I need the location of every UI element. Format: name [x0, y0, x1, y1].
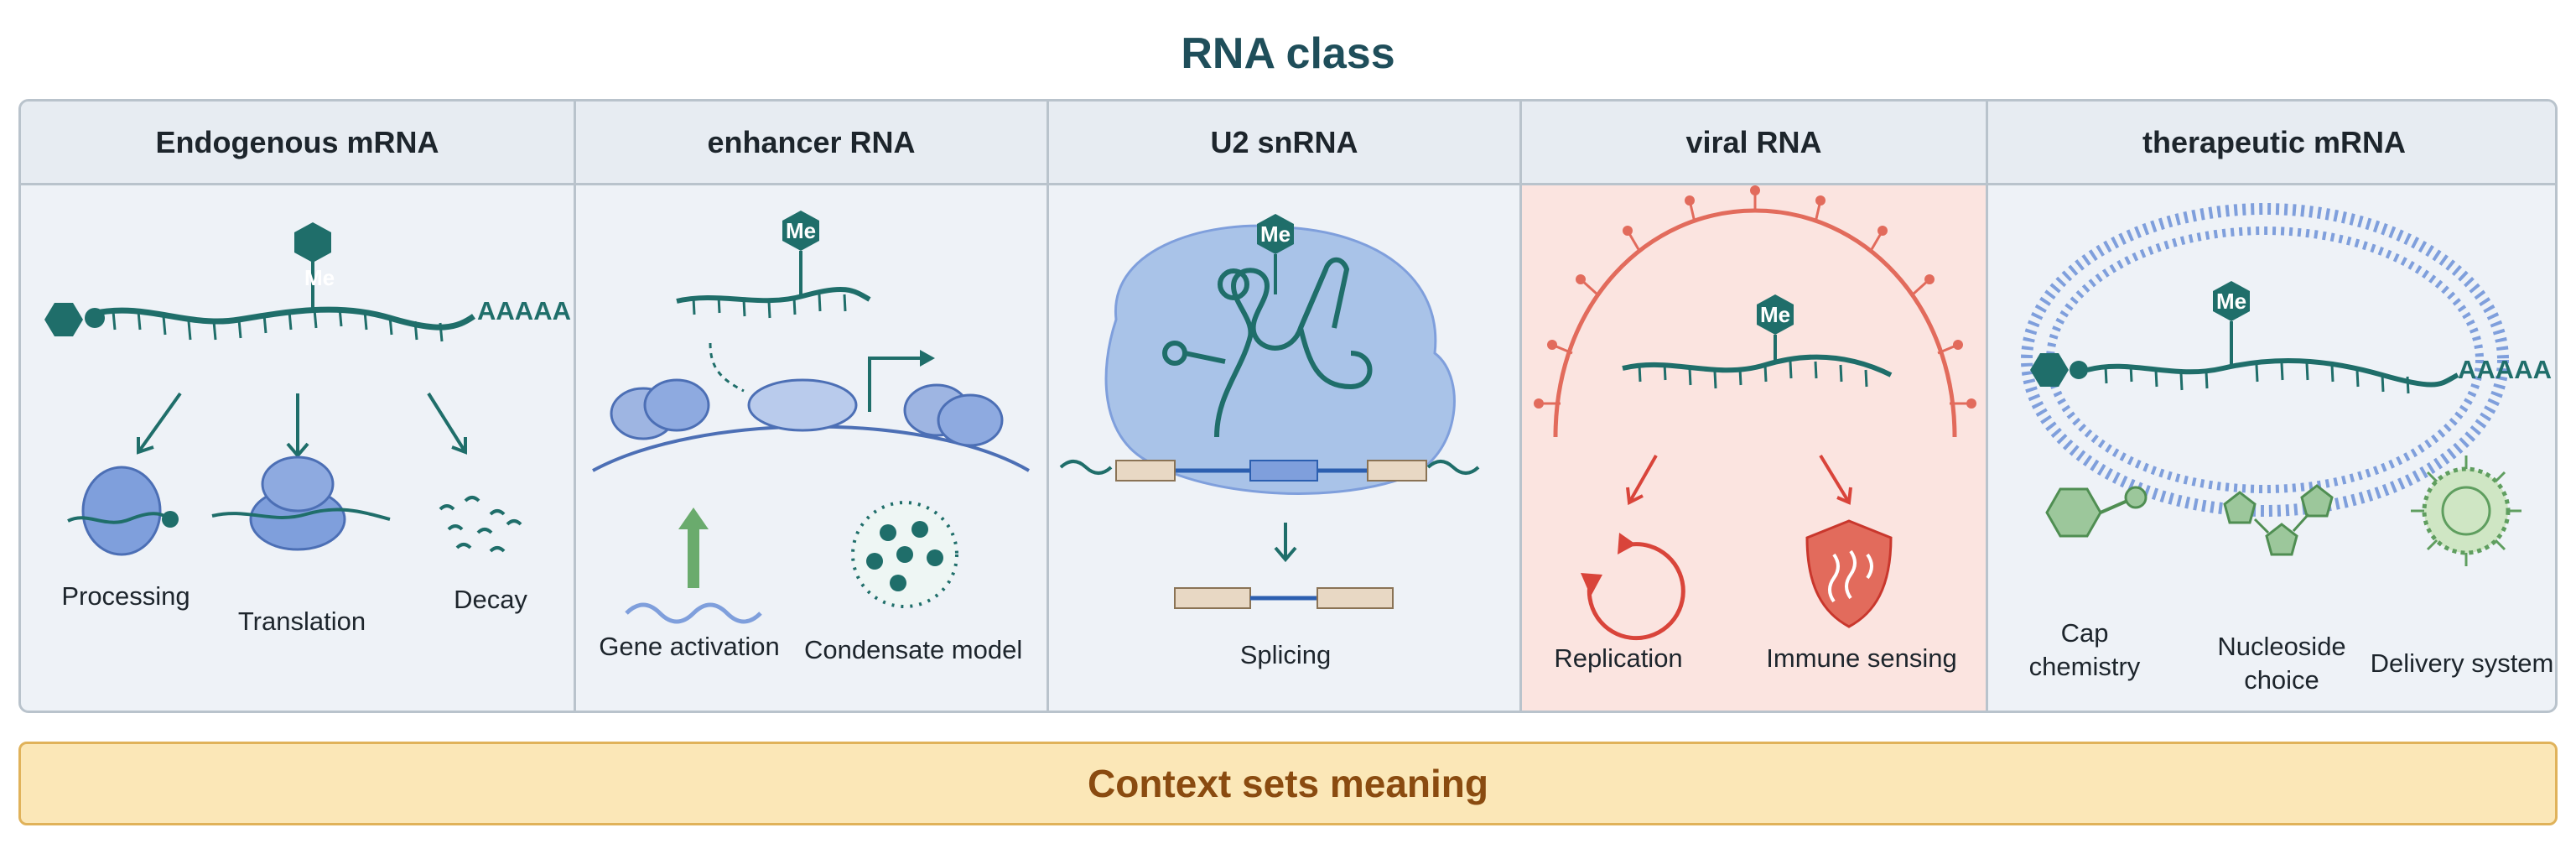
- methyl-badge-icon: Me: [2215, 289, 2247, 314]
- mrna-strand-icon: [44, 259, 476, 342]
- column-body: Me AAAAA Cap chemistry Nucleoside choice…: [1988, 185, 2555, 711]
- endogenous-mrna-fates: [67, 222, 522, 556]
- context-banner: Context sets meaning: [18, 742, 2558, 825]
- label-immune-sensing: Immune sensing: [1766, 643, 1957, 673]
- methyl-badge-icon: Me: [785, 218, 817, 243]
- translation-ribosome-icon: [211, 456, 391, 551]
- cap-chemistry-icon: [2045, 486, 2148, 538]
- viral-rna-strand-icon: [1622, 354, 1893, 389]
- label-gene-activation: Gene activation: [599, 632, 780, 661]
- fate-label-processing: Processing: [61, 581, 190, 611]
- splicing-arrow-icon: [1274, 523, 1297, 563]
- column-u2-snrna: U2 snRNA: [1049, 102, 1522, 711]
- therapeutic-mrna-illustration: [2021, 203, 2521, 566]
- enhancer-rna-illustration: [592, 211, 1031, 624]
- methyl-badge-shape: [2213, 281, 2250, 367]
- processing-icon: [67, 466, 179, 556]
- fate-label-decay: Decay: [454, 585, 527, 614]
- polya-tail-label: AAAAA: [477, 296, 571, 325]
- column-header: U2 snRNA: [1049, 102, 1519, 185]
- delivery-system-icon: [2411, 456, 2521, 566]
- methyl-badge-shape: [1257, 214, 1294, 294]
- label-condensate-model: Condensate model: [804, 635, 1023, 664]
- column-header: enhancer RNA: [576, 102, 1046, 185]
- immune-shield-icon: [1805, 519, 1893, 628]
- label-splicing: Splicing: [1239, 640, 1332, 669]
- methyl-badge-shape: [294, 222, 331, 263]
- label-cap-chemistry: Cap chemistry: [2028, 618, 2141, 681]
- viral-fate-arrows: [1626, 454, 1852, 506]
- virus-envelope-icon: [1534, 185, 1976, 438]
- polya-tail-label: AAAAA: [2458, 355, 2552, 384]
- fate-label-translation: Translation: [237, 607, 366, 636]
- label-nucleoside-choice: Nucleoside choice: [2217, 632, 2346, 695]
- column-therapeutic-mrna: therapeutic mRNA: [1988, 102, 2555, 711]
- methyl-badge-shape: [782, 211, 819, 294]
- methyl-badge-icon: Me: [1259, 221, 1291, 247]
- column-body: Me Gene activation Condensate model: [576, 185, 1046, 711]
- column-header: viral RNA: [1522, 102, 1986, 185]
- snrna-structure-icon: [1162, 257, 1373, 438]
- transcription-start-arrow-icon: [868, 350, 935, 412]
- pre-mrna-icon: [1059, 460, 1480, 482]
- column-enhancer-rna: enhancer RNA: [576, 102, 1049, 711]
- column-body: Me Replication Immune sensing: [1522, 185, 1986, 711]
- viral-rna-illustration: [1534, 185, 1976, 641]
- enhancer-rna-strand-icon: [676, 286, 871, 393]
- fate-arrows: [137, 392, 467, 459]
- chromatin-icon: [592, 378, 1031, 472]
- therapeutic-mrna-strand-icon: [2030, 353, 2459, 394]
- page-title: RNA class: [1181, 29, 1395, 78]
- condensate-icon: [851, 501, 958, 608]
- spliceosome-blob-icon: [1104, 224, 1456, 495]
- endogenous-mrna-illustration: [44, 259, 476, 342]
- column-body: Me Splicing: [1049, 185, 1519, 711]
- column-header: therapeutic mRNA: [1988, 102, 2555, 185]
- rna-class-panels: Endogenous mRNA: [18, 99, 2558, 713]
- label-replication: Replication: [1554, 643, 1683, 673]
- nucleoside-choice-icon: [2223, 484, 2334, 556]
- gene-activation-icon: [625, 508, 762, 624]
- column-endogenous-mrna: Endogenous mRNA: [21, 102, 576, 711]
- u2-snrna-illustration: [1059, 214, 1480, 609]
- methyl-badge-shape: [1757, 294, 1794, 363]
- column-viral-rna: viral RNA: [1522, 102, 1988, 711]
- column-header: Endogenous mRNA: [21, 102, 574, 185]
- column-body: Me AAAAA: [21, 185, 574, 711]
- decay-fragments-icon: [439, 496, 522, 553]
- replication-cycle-icon: [1581, 533, 1685, 641]
- label-delivery-system: Delivery system: [2370, 648, 2554, 678]
- methyl-badge-icon: Me: [304, 265, 335, 290]
- methyl-badge-icon: Me: [1759, 302, 1791, 327]
- spliced-mrna-icon: [1174, 587, 1394, 609]
